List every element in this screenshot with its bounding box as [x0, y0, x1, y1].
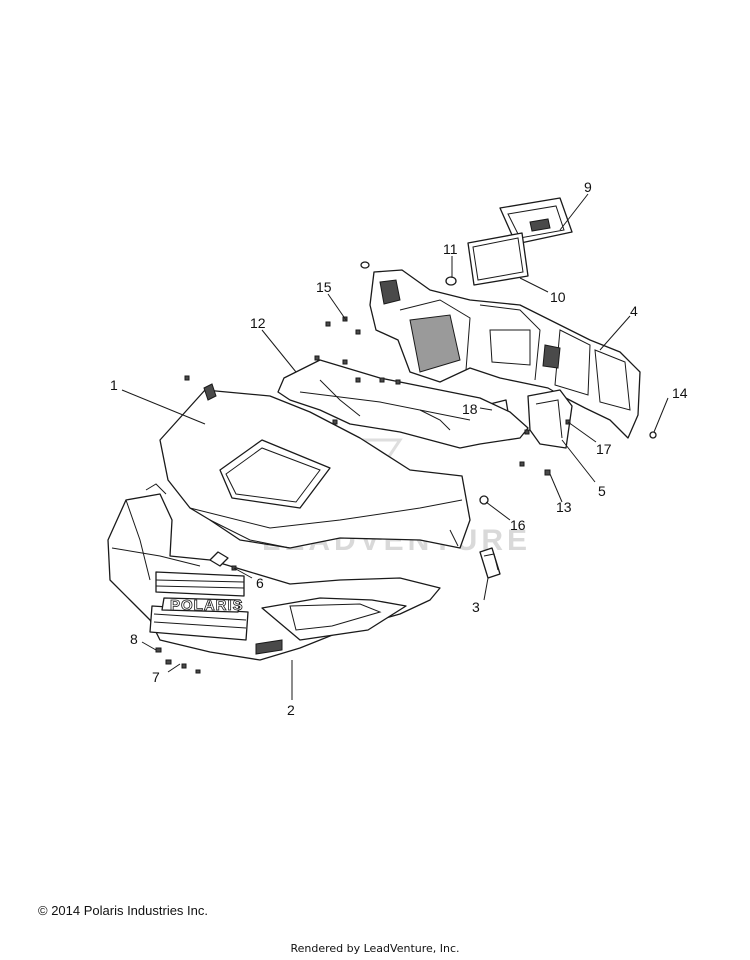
- callout-9: 9: [584, 179, 592, 195]
- copyright-text: © 2014 Polaris Industries Inc.: [38, 903, 208, 918]
- part-7-fasteners: [165, 659, 201, 674]
- rendered-by-text: Rendered by LeadVenture, Inc.: [290, 942, 460, 955]
- callout-10: 10: [550, 289, 566, 305]
- callout-13: 13: [556, 499, 572, 515]
- callout-5: 5: [598, 483, 606, 499]
- callout-2: 2: [287, 702, 295, 718]
- part-10-seal: [467, 232, 529, 286]
- part-13-fastener: [544, 469, 551, 476]
- callout-12: 12: [250, 315, 266, 331]
- callout-18: 18: [462, 401, 478, 417]
- part-8-fastener: [155, 647, 162, 653]
- leader-lines: [121, 193, 669, 700]
- callout-6: 6: [256, 575, 264, 591]
- polaris-logo: POLARIS: [170, 597, 244, 614]
- part-4-dash-assembly: [360, 261, 641, 439]
- callout-1: 1: [110, 377, 118, 393]
- part-14-fastener: [649, 431, 657, 439]
- part-12-lower-dash-panel: [277, 359, 529, 449]
- part-11-fastener: [445, 276, 457, 286]
- callout-numbers: 1 2 3 4 5 6 7 8 9 10 11 12 13 14 15 16 1…: [110, 179, 688, 718]
- callout-8: 8: [130, 631, 138, 647]
- callout-4: 4: [630, 303, 638, 319]
- callout-11: 11: [443, 241, 458, 257]
- part-1-hood: [159, 383, 471, 549]
- part-3-latch: [479, 547, 501, 579]
- part-2-front-fascia: POLARIS: [107, 483, 441, 661]
- callout-16: 16: [510, 517, 526, 533]
- part-5-side-bracket: [527, 389, 573, 449]
- callout-7: 7: [152, 669, 160, 685]
- part-9-window-panel: [499, 197, 573, 245]
- callout-15: 15: [316, 279, 332, 295]
- callout-14: 14: [672, 385, 688, 401]
- callout-17: 17: [596, 441, 612, 457]
- callout-3: 3: [472, 599, 480, 615]
